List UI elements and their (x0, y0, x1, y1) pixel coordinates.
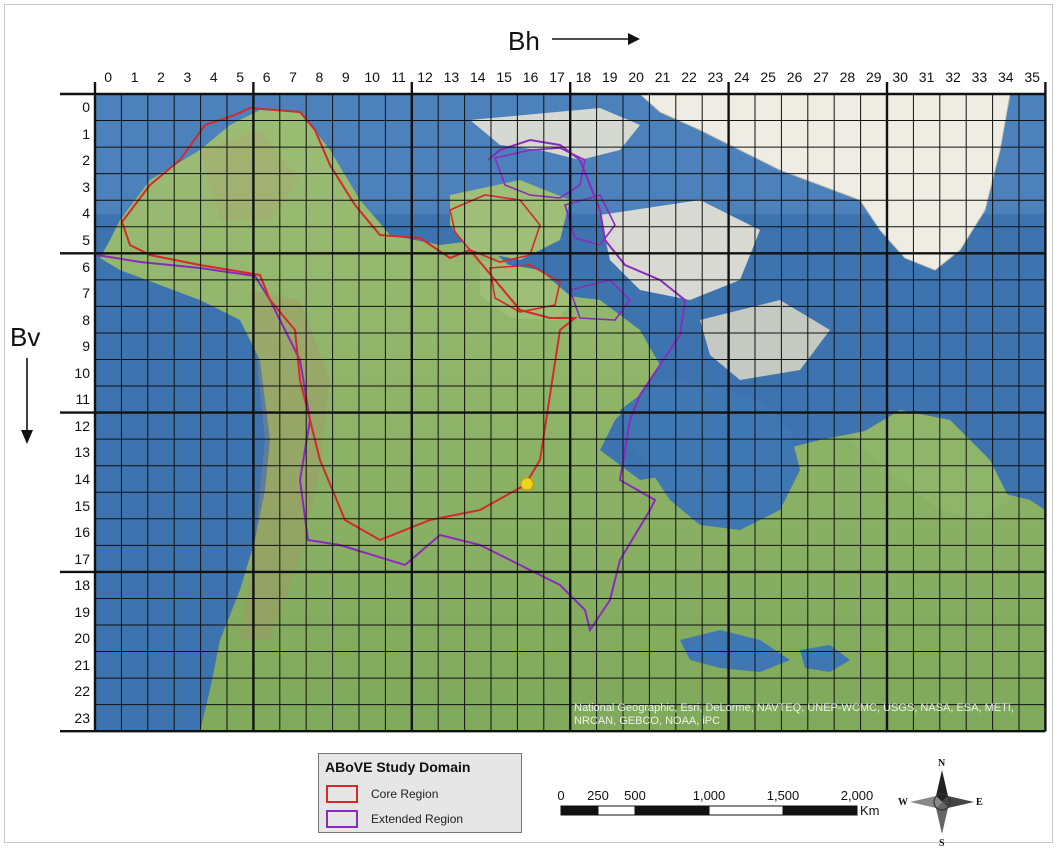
row-label: 20 (74, 630, 90, 647)
scale-bar-segment (560, 805, 599, 816)
column-label: 17 (549, 69, 565, 85)
compass-north-label: N (938, 758, 946, 769)
column-label: 24 (734, 69, 750, 85)
column-label: 25 (760, 69, 776, 85)
compass-east-label: E (976, 797, 983, 808)
column-label: 1 (130, 69, 139, 85)
column-label: 4 (209, 69, 218, 85)
scale-bar-segment (782, 805, 858, 816)
column-label: 21 (654, 69, 671, 85)
column-label: 5 (236, 69, 245, 85)
map-attribution: National Geographic, Esri, DeLorme, NAVT… (574, 702, 1014, 727)
column-label: 18 (575, 69, 592, 85)
row-label: 21 (74, 656, 90, 673)
column-label: 10 (364, 69, 380, 85)
column-label: 3 (183, 69, 192, 85)
column-label: 19 (602, 69, 618, 85)
column-label: 6 (262, 69, 271, 85)
column-label: 15 (496, 69, 512, 85)
scale-bar-label: 0 (557, 788, 565, 803)
legend-label-extended-region: Extended Region (371, 812, 464, 826)
column-label: 35 (1024, 69, 1040, 85)
column-label: 34 (998, 69, 1014, 85)
row-label: 8 (82, 311, 90, 328)
extended-region-outline (96, 138, 687, 633)
column-label: 2 (157, 69, 165, 85)
row-label: 23 (74, 709, 90, 726)
legend: ABoVE Study Domain Core Region Extended … (318, 753, 522, 833)
row-label: 15 (74, 497, 90, 514)
figure-frame (4, 4, 1053, 843)
column-label: 9 (341, 69, 350, 85)
row-label: 2 (82, 152, 90, 169)
row-label: 10 (74, 364, 90, 381)
row-label: 7 (82, 285, 90, 302)
column-label: 16 (522, 69, 539, 85)
site-marker-icon (520, 477, 534, 491)
legend-swatch-core-region (326, 785, 358, 803)
horizontal-axis-title: Bh (508, 26, 540, 56)
column-label: 20 (628, 69, 644, 85)
scale-bar-label: 500 (624, 788, 646, 803)
scale-bar-label: 250 (587, 788, 609, 803)
row-label: 11 (75, 391, 90, 408)
column-label: 31 (918, 69, 935, 85)
core-region-outline (120, 106, 578, 542)
row-label: 14 (74, 470, 90, 487)
scale-bar-label: 2,000 (840, 788, 874, 803)
row-label: 3 (82, 178, 90, 195)
compass-south-label: S (939, 838, 945, 849)
legend-label-core-region: Core Region (371, 787, 439, 801)
scale-bar-label: 1,000 (692, 788, 726, 803)
tile-grid (60, 82, 1047, 733)
scale-bar-segment (634, 805, 710, 816)
row-label: 18 (74, 577, 90, 594)
row-label: 1 (82, 125, 90, 142)
column-label: 27 (813, 69, 829, 85)
row-label: 13 (74, 444, 90, 461)
north-america-land (100, 110, 1045, 731)
column-label: 23 (707, 69, 724, 85)
row-label: 16 (74, 524, 90, 541)
column-label: 12 (417, 69, 433, 85)
row-label: 12 (74, 417, 90, 434)
column-label: 13 (443, 69, 460, 85)
vertical-axis-title: Bv (10, 322, 41, 352)
legend-title: ABoVE Study Domain (325, 759, 471, 775)
horizontal-axis-arrow-icon (552, 33, 640, 45)
scale-bar-segment (708, 805, 784, 816)
row-label: 22 (74, 683, 90, 700)
column-label: 22 (681, 69, 697, 85)
column-label: 30 (892, 69, 908, 85)
column-label: 26 (786, 69, 803, 85)
column-label: 33 (971, 69, 988, 85)
row-label: 19 (74, 603, 90, 620)
legend-swatch-extended-region (326, 810, 358, 828)
scale-bar (560, 805, 858, 816)
column-label: 11 (391, 69, 406, 85)
column-label: 28 (839, 69, 856, 85)
scale-bar-label: 1,500 (766, 788, 800, 803)
vertical-axis-arrow-icon (21, 358, 33, 444)
scale-bar-segment (597, 805, 636, 816)
row-label: 5 (82, 232, 90, 249)
greenland (639, 94, 1011, 271)
column-label: 0 (104, 69, 113, 85)
column-label: 14 (470, 69, 486, 85)
row-label: 4 (82, 205, 90, 222)
row-label: 17 (74, 550, 90, 567)
compass-west-label: W (898, 797, 908, 808)
scale-bar-unit: Km (860, 803, 880, 818)
column-label: 29 (866, 69, 882, 85)
row-label: 6 (82, 258, 90, 275)
column-label: 8 (315, 69, 324, 85)
row-label: 9 (82, 338, 90, 355)
column-label: 32 (945, 69, 961, 85)
row-label: 0 (82, 99, 90, 116)
column-label: 7 (289, 69, 297, 85)
